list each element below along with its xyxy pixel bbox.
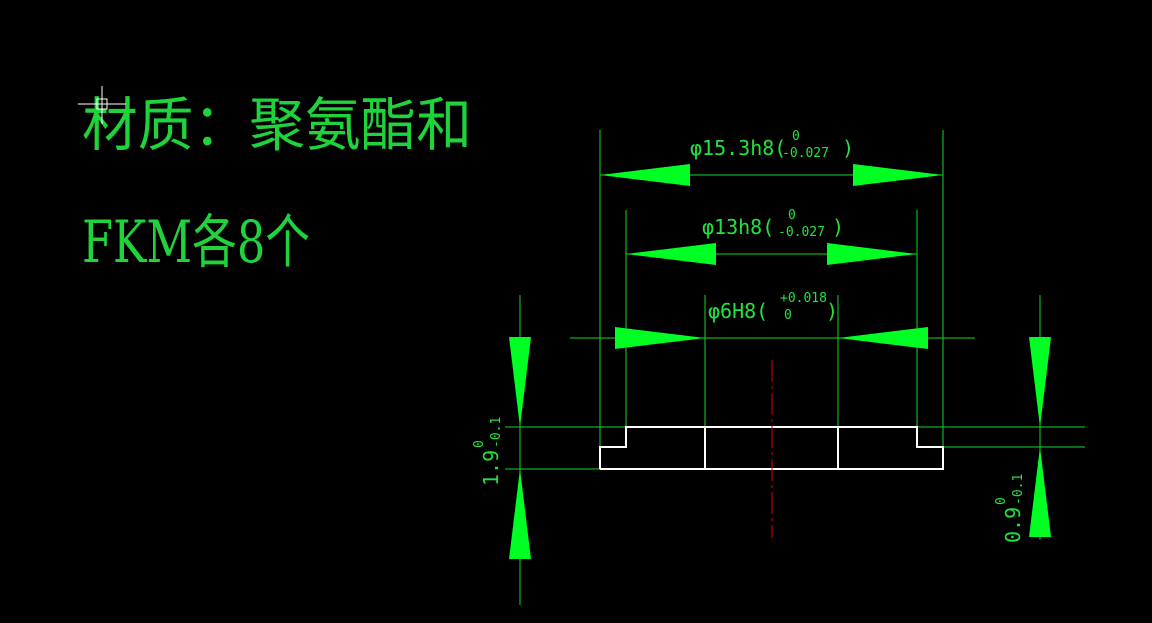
material-note-line1: 材质：聚氨酯和 [82,91,472,159]
outer-diameter-label: φ15.3h8( [690,136,786,160]
inner-diameter-upper-tol: +0.018 [780,291,827,306]
outer-diameter-lower-tol: -0.027 [782,146,829,161]
total-thickness-lower-tol: -0.1 [489,417,504,448]
inner-diameter-lower-tol: 0 [784,308,792,323]
step-thickness-dimension: 0.9 0 -0.1 [994,295,1051,543]
total-thickness-upper-tol: 0 [472,440,487,448]
middle-diameter-lower-tol: -0.027 [778,225,825,240]
inner-diameter-label: φ6H8( [708,299,768,323]
outer-diameter-upper-tol: 0 [792,129,800,144]
step-thickness-lower-tol: -0.1 [1011,474,1026,505]
middle-diameter-upper-tol: 0 [788,208,796,223]
total-thickness-dimension: 1.9 0 -0.1 [472,295,531,605]
outer-diameter-dimension: φ15.3h8( 0 -0.027 ) [600,129,943,186]
inner-diameter-dimension: φ6H8( +0.018 0 ) [570,291,975,349]
material-note-line2: FKM各8个 [82,208,310,276]
middle-diameter-label: φ13h8( [702,215,774,239]
inner-diameter-close: ) [826,299,838,323]
outer-diameter-close: ) [842,136,854,160]
crosshair-cursor-icon [78,86,126,124]
part-outline [599,426,944,470]
middle-diameter-close: ) [832,215,844,239]
step-thickness-upper-tol: 0 [994,497,1009,505]
step-thickness-label: 0.9 [1001,507,1025,543]
middle-diameter-dimension: φ13h8( 0 -0.027 ) [626,208,917,265]
total-thickness-label: 1.9 [479,450,503,486]
